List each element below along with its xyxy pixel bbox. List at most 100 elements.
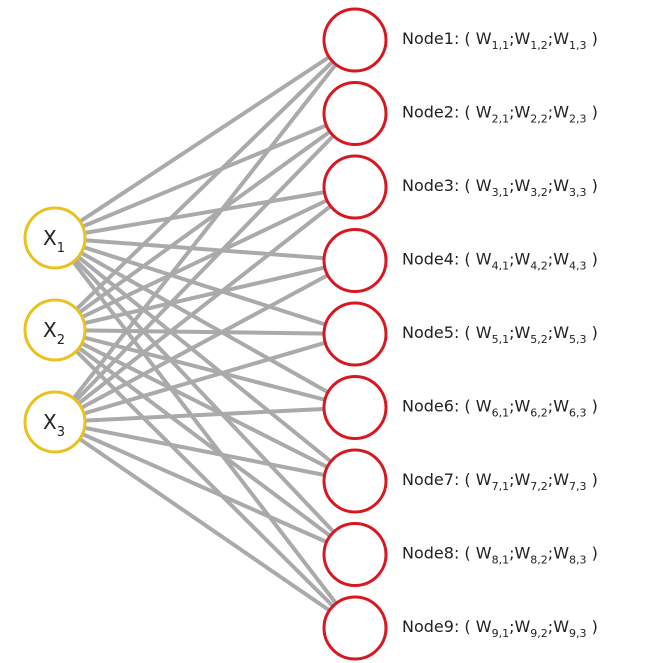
input-subscript: 3 — [57, 425, 65, 440]
input-node-2: X2 — [23, 298, 87, 362]
output-node-label-5: Node5: ( W5,1;W5,2;W5,3 ) — [402, 323, 598, 346]
weight-subscript: 9,1 — [492, 627, 510, 640]
edge-x3-node3 — [53, 185, 357, 424]
separator: ; — [509, 397, 514, 416]
node-name: Node1: — [402, 29, 459, 48]
node-name: Node2: — [402, 103, 459, 122]
close-paren: ) — [587, 617, 598, 636]
weight-subscript: 6,2 — [530, 407, 548, 420]
edge-x2-node3 — [53, 185, 357, 332]
weight-base: W — [514, 397, 530, 416]
input-node-circle — [23, 206, 87, 270]
open-paren: ( — [459, 250, 475, 269]
separator: ; — [509, 323, 514, 342]
close-paren: ) — [587, 397, 598, 416]
separator: ; — [509, 250, 514, 269]
weight-subscript: 4,1 — [492, 260, 510, 273]
close-paren: ) — [587, 323, 598, 342]
output-node-4 — [322, 228, 388, 293]
weight-base: W — [514, 470, 530, 489]
separator: ; — [548, 470, 553, 489]
edge-x2-node6 — [53, 328, 357, 410]
open-paren: ( — [459, 323, 475, 342]
weight-subscript: 6,3 — [569, 407, 587, 420]
output-node-label-4: Node4: ( W4,1;W4,2;W4,3 ) — [402, 250, 598, 273]
edge-x3-node6 — [53, 405, 357, 424]
output-node-7 — [322, 448, 388, 514]
input-node-1: X1 — [23, 206, 87, 270]
edge-x2-node1 — [53, 38, 357, 332]
weight-base: W — [553, 103, 569, 122]
weight-base: W — [514, 176, 530, 195]
input-node-label: X2 — [43, 318, 65, 348]
open-paren: ( — [459, 103, 475, 122]
weight-subscript: 2,2 — [530, 113, 548, 126]
weight-base: W — [476, 250, 492, 269]
open-paren: ( — [459, 544, 475, 563]
edge-x1-node9 — [53, 236, 357, 630]
edge-x2-node4 — [53, 258, 357, 332]
input-node-circle — [23, 298, 87, 362]
output-node-label-9: Node9: ( W9,1;W9,2;W9,3 ) — [402, 617, 598, 640]
connection-edges — [53, 38, 357, 630]
edge-x2-node8 — [53, 328, 357, 557]
node-name: Node9: — [402, 617, 459, 636]
weight-subscript: 1,2 — [530, 39, 548, 52]
weight-base: W — [553, 176, 569, 195]
open-paren: ( — [459, 29, 475, 48]
weight-subscript: 5,2 — [530, 333, 548, 346]
edge-x3-node7 — [53, 420, 357, 483]
separator: ; — [509, 103, 514, 122]
weight-subscript: 5,1 — [492, 333, 510, 346]
weight-base: W — [476, 544, 492, 563]
weight-subscript: 1,3 — [569, 39, 587, 52]
weight-base: W — [553, 470, 569, 489]
separator: ; — [548, 250, 553, 269]
weight-subscript: 3,1 — [492, 186, 510, 199]
weight-subscript: 7,2 — [530, 480, 548, 493]
weight-subscript: 8,3 — [569, 554, 587, 567]
node-name: Node5: — [402, 323, 459, 342]
weight-base: W — [476, 397, 492, 416]
edge-x3-node5 — [53, 332, 357, 424]
input-base: X — [43, 226, 57, 250]
output-node-label-3: Node3: ( W3,1;W3,2;W3,3 ) — [402, 176, 598, 199]
edge-x1-node8 — [53, 236, 357, 557]
edge-x2-node5 — [53, 328, 357, 336]
input-base: X — [43, 410, 57, 434]
separator: ; — [548, 103, 553, 122]
weight-base: W — [476, 617, 492, 636]
weight-subscript: 6,1 — [492, 407, 510, 420]
output-node-6 — [322, 375, 388, 440]
node-name: Node8: — [402, 544, 459, 563]
separator: ; — [548, 397, 553, 416]
edge-x3-node1 — [53, 38, 357, 424]
weight-base: W — [553, 617, 569, 636]
close-paren: ) — [587, 250, 598, 269]
weight-subscript: 5,3 — [569, 333, 587, 346]
output-node-1 — [322, 7, 388, 73]
output-node-label-2: Node2: ( W2,1;W2,2;W2,3 ) — [402, 103, 598, 126]
close-paren: ) — [587, 470, 598, 489]
output-node-label-1: Node1: ( W1,1;W1,2;W1,3 ) — [402, 29, 598, 52]
input-node-label: X1 — [43, 226, 65, 256]
separator: ; — [509, 544, 514, 563]
weight-subscript: 9,3 — [569, 627, 587, 640]
weight-base: W — [514, 617, 530, 636]
weight-subscript: 2,3 — [569, 113, 587, 126]
edge-x2-node7 — [53, 328, 357, 483]
edge-x1-node7 — [53, 236, 357, 483]
edge-x1-node6 — [53, 236, 357, 410]
weight-base: W — [553, 397, 569, 416]
edge-x1-node1 — [53, 38, 357, 240]
weight-subscript: 1,1 — [492, 39, 510, 52]
input-node-circle — [23, 390, 87, 454]
node-name: Node3: — [402, 176, 459, 195]
close-paren: ) — [587, 103, 598, 122]
output-labels: Node1: ( W1,1;W1,2;W1,3 )Node2: ( W2,1;W… — [402, 29, 598, 640]
weight-base: W — [553, 544, 569, 563]
output-node-8 — [322, 522, 388, 587]
input-subscript: 1 — [57, 241, 65, 256]
node-name: Node4: — [402, 250, 459, 269]
